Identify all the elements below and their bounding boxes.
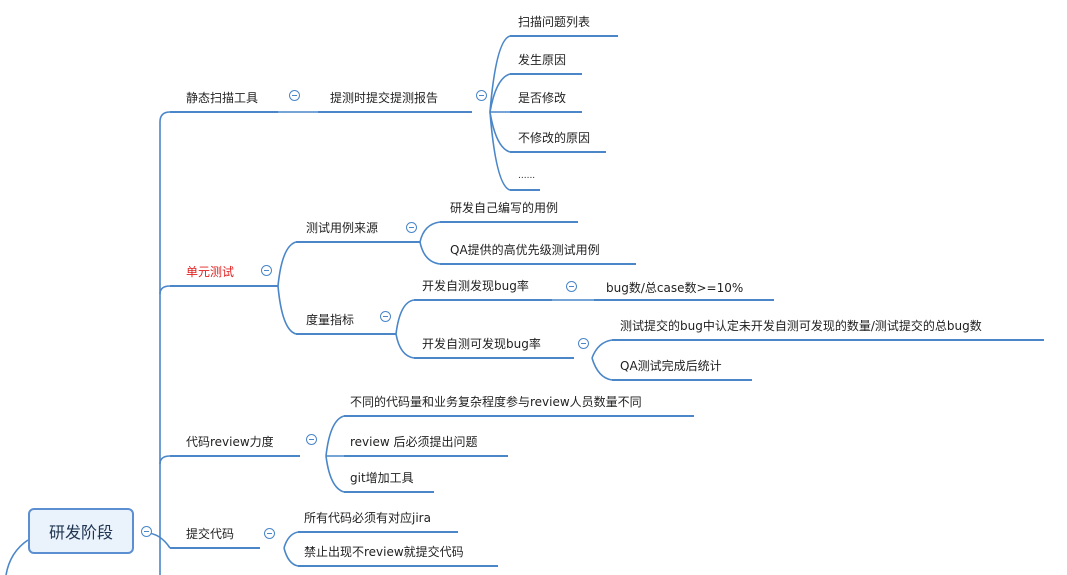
underline-static-scan	[170, 111, 278, 113]
collapse-root-icon[interactable]	[141, 526, 152, 537]
connector-review	[159, 455, 171, 465]
underline-metric	[296, 333, 396, 335]
collapse-metric-icon[interactable]	[380, 311, 391, 322]
node-commit-item-0[interactable]: 所有代码必须有对应jira	[304, 511, 431, 525]
underline-case-source	[296, 241, 420, 243]
connector-unit	[159, 285, 171, 295]
connector-unit-source	[277, 241, 297, 287]
connector-source-1	[419, 241, 441, 265]
node-static-scan[interactable]: 静态扫描工具	[186, 91, 259, 105]
node-source-item-1[interactable]: QA提供的高优先级测试用例	[450, 243, 600, 257]
node-static-item-1[interactable]: 发生原因	[518, 53, 567, 67]
connector-item-4	[489, 111, 511, 191]
node-rate2-item-0[interactable]: 测试提交的bug中认定未开发自测可发现的数量/测试提交的总bug数	[620, 319, 982, 333]
underline-source-item-1	[440, 263, 636, 265]
node-static-child[interactable]: 提测时提交提测报告	[330, 91, 439, 105]
node-source-item-0[interactable]: 研发自己编写的用例	[450, 201, 559, 215]
underline-unit-test	[170, 285, 278, 287]
underline-commit-item-1	[298, 565, 498, 567]
collapse-rate1-icon[interactable]	[566, 281, 577, 292]
node-static-item-2[interactable]: 是否修改	[518, 91, 567, 105]
connector-commit-0	[283, 531, 299, 549]
underline-rate2-item-0	[612, 339, 1044, 341]
node-review-item-1[interactable]: review 后必须提出问题	[350, 435, 478, 449]
node-metric[interactable]: 度量指标	[306, 313, 355, 327]
underline-commit-code	[170, 547, 260, 549]
collapse-rate2-icon[interactable]	[578, 338, 589, 349]
collapse-commit-icon[interactable]	[264, 528, 275, 539]
connector-rate2-1	[591, 357, 613, 381]
node-rate1[interactable]: 开发自测发现bug率	[422, 279, 529, 293]
connector-review-2	[325, 455, 345, 493]
root-node[interactable]: 研发阶段	[28, 508, 134, 554]
node-case-source[interactable]: 测试用例来源	[306, 221, 379, 235]
underline-review-item-2	[344, 491, 434, 493]
connector-source-0	[419, 221, 441, 243]
connector-metric-1	[395, 333, 415, 359]
underline-static-child	[318, 111, 472, 113]
underline-commit-item-0	[298, 531, 458, 533]
node-rate2-item-1[interactable]: QA测试完成后统计	[620, 359, 722, 373]
underline-rate1-item-0	[594, 299, 774, 301]
collapse-static-child-icon[interactable]	[476, 90, 487, 101]
underline-static-item-2	[510, 111, 582, 113]
connector-commit-1	[283, 547, 299, 567]
node-review-item-2[interactable]: git增加工具	[350, 471, 414, 485]
connector-unit-metric	[277, 285, 297, 335]
node-review-item-0[interactable]: 不同的代码量和业务复杂程度参与review人员数量不同	[350, 395, 642, 409]
node-rate2[interactable]: 开发自测可发现bug率	[422, 337, 541, 351]
underline-static-item-3	[510, 151, 606, 153]
node-rate1-item-0[interactable]: bug数/总case数>=10%	[606, 281, 744, 295]
node-code-review[interactable]: 代码review力度	[186, 435, 274, 449]
underline-static-item-1	[510, 73, 582, 75]
underline-static-item-4	[510, 189, 540, 191]
node-unit-test[interactable]: 单元测试	[186, 265, 235, 279]
collapse-source-icon[interactable]	[406, 222, 417, 233]
underline-static-item-0	[510, 35, 618, 37]
connector-root-left	[5, 539, 29, 575]
underline-code-review	[170, 455, 300, 457]
underline-rate2-item-1	[612, 379, 752, 381]
connector-metric-0	[395, 299, 415, 335]
node-commit-item-1[interactable]: 禁止出现不review就提交代码	[304, 545, 464, 559]
collapse-static-icon[interactable]	[289, 90, 300, 101]
connector-trunk	[159, 111, 171, 575]
node-commit-code[interactable]: 提交代码	[186, 527, 235, 541]
connector-review-0	[325, 415, 345, 457]
connector-rate2-0	[591, 339, 613, 359]
connector-item-1	[489, 73, 511, 113]
underline-review-item-1	[344, 455, 508, 457]
underline-rate1	[414, 299, 552, 301]
collapse-unit-icon[interactable]	[261, 265, 272, 276]
node-static-item-0[interactable]: 扫描问题列表	[518, 15, 591, 29]
node-static-item-4[interactable]: ......	[518, 171, 536, 181]
node-static-item-3[interactable]: 不修改的原因	[518, 131, 591, 145]
connector-item-0	[489, 35, 511, 113]
underline-review-item-0	[344, 415, 694, 417]
underline-source-item-0	[440, 221, 578, 223]
underline-rate2	[414, 357, 574, 359]
collapse-review-icon[interactable]	[306, 434, 317, 445]
